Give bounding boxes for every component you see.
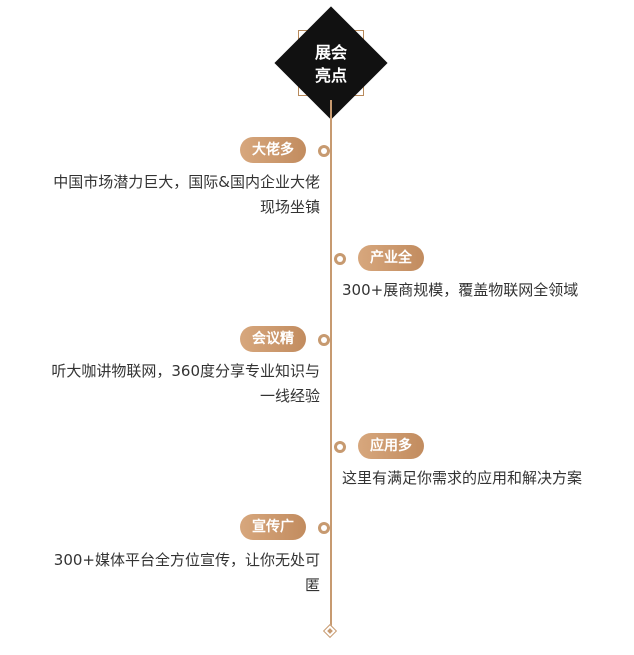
pill-label-5: 宣传广 [240,514,306,540]
timeline-node-2 [334,253,346,265]
diamond-marker-icon [322,623,338,639]
pill-label-1: 大佬多 [240,137,306,163]
desc-1-line1: 中国市场潜力巨大，国际&国内企业大佬 [53,173,320,191]
header-title: 展会 亮点 [298,41,364,87]
desc-5-line2: 匿 [304,576,320,594]
desc-4: 这里有满足你需求的应用和解决方案 [342,466,634,491]
desc-3-line1: 听大咖讲物联网，360度分享专业知识与 [51,362,320,380]
timeline-line [330,100,332,628]
pill-label-3: 会议精 [240,326,306,352]
desc-3-line2: 一线经验 [259,387,320,405]
desc-5-line1: 300+媒体平台全方位宣传，让你无处可 [53,551,320,569]
desc-4-line1: 这里有满足你需求的应用和解决方案 [342,469,583,487]
timeline-node-4 [334,441,346,453]
header-title-line2: 亮点 [314,66,347,85]
pill-label-2: 产业全 [358,245,424,271]
timeline-node-1 [318,145,330,157]
desc-2-line1: 300+展商规模，覆盖物联网全领域 [342,281,579,299]
desc-2: 300+展商规模，覆盖物联网全领域 [342,278,634,303]
timeline-node-3 [318,334,330,346]
timeline-node-5 [318,522,330,534]
desc-3: 听大咖讲物联网，360度分享专业知识与 一线经验 [0,359,320,409]
desc-1-line2: 现场坐镇 [259,198,320,216]
desc-1: 中国市场潜力巨大，国际&国内企业大佬 现场坐镇 [0,170,320,220]
header-title-line1: 展会 [314,43,347,62]
pill-label-4: 应用多 [358,433,424,459]
desc-5: 300+媒体平台全方位宣传，让你无处可 匿 [0,548,320,598]
